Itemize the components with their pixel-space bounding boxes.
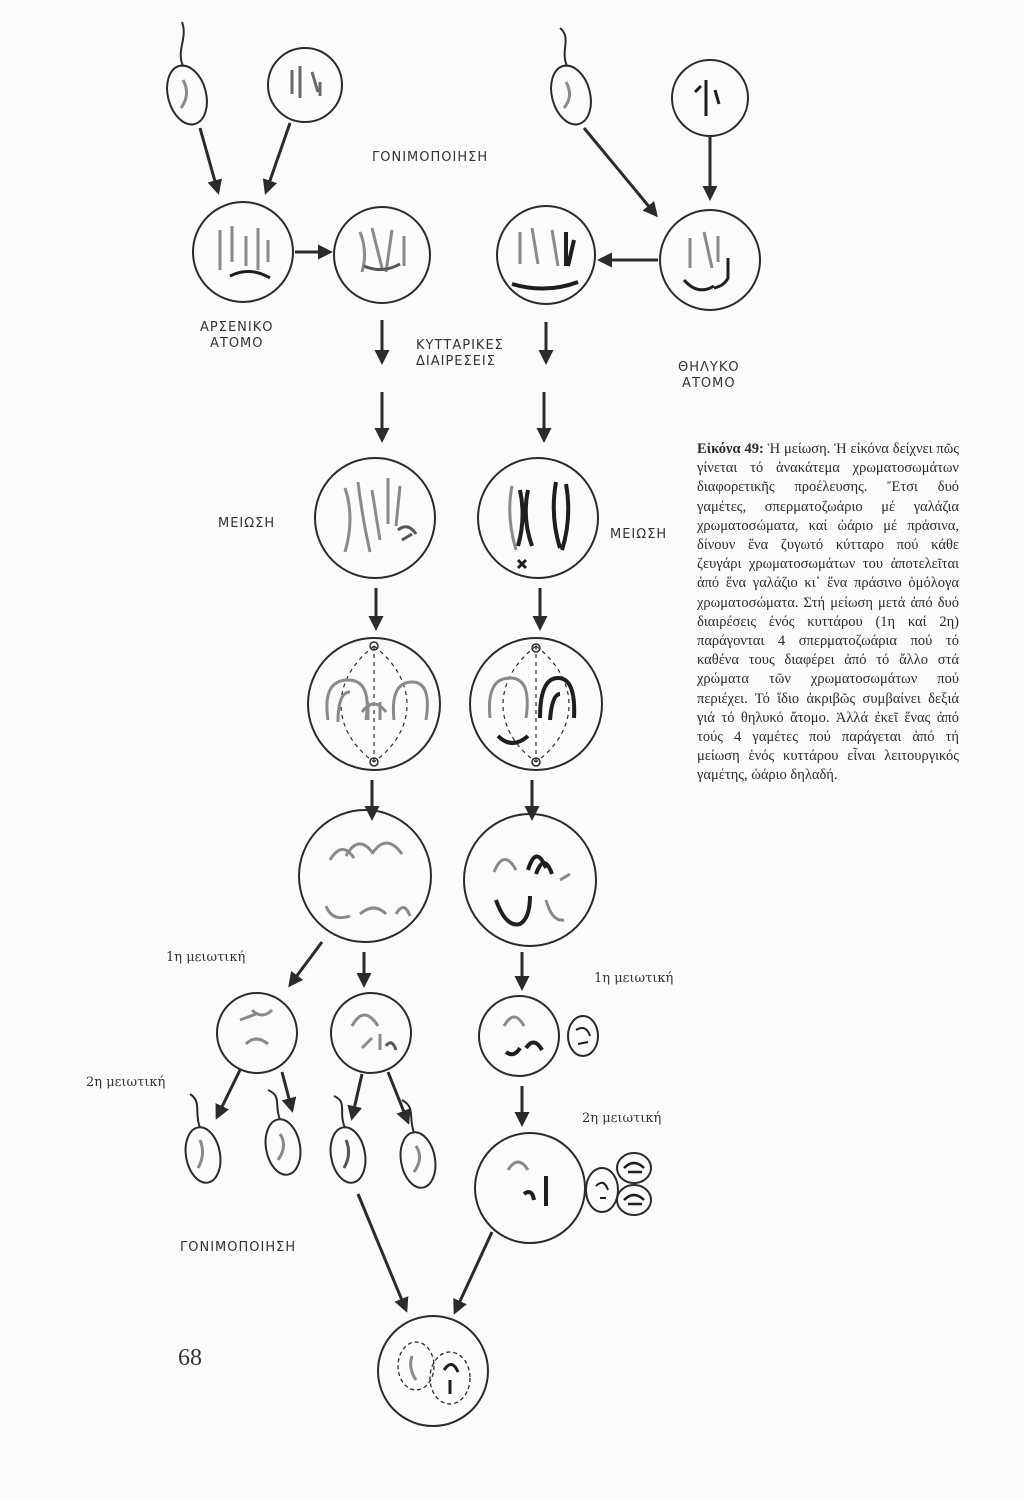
label-meiosis-left: ΜΕΙΩΣΗ xyxy=(218,516,276,531)
male-gamete-sperm xyxy=(166,21,208,126)
meiosis-cell-right-prophase xyxy=(477,457,599,579)
arrow-d2-s3 xyxy=(347,1073,364,1121)
zygote-female xyxy=(659,209,761,311)
polar-body-2 xyxy=(585,1167,619,1213)
dividing-cell-female xyxy=(496,205,596,305)
label-second-meiotic-left: 2η μειωτική xyxy=(86,1075,166,1090)
arrow-d2-s4 xyxy=(386,1071,411,1125)
daughter-cell-1 xyxy=(216,992,298,1074)
polar-body-1 xyxy=(567,1015,599,1057)
page-number: 68 xyxy=(178,1345,202,1371)
female-gamete-sperm xyxy=(550,27,592,126)
metaphase-cell-right xyxy=(469,637,603,771)
metaphase-cell-left xyxy=(307,637,441,771)
sperm-3 xyxy=(329,1095,367,1184)
arrow-sperm-to-zygote-left xyxy=(198,127,222,195)
gamete-circle-top-left xyxy=(267,47,343,123)
daughter-cell-2 xyxy=(330,992,412,1074)
label-second-meiotic-right: 2η μειωτική xyxy=(582,1111,662,1126)
arrows xyxy=(198,122,718,1315)
label-first-meiotic-left: 1η μειωτική xyxy=(166,950,246,965)
label-first-meiotic-right: 1η μειωτική xyxy=(594,971,674,986)
label-fertilization-bottom: ΓΟΝΙΜΟΠΟΙΗΣΗ xyxy=(180,1240,297,1255)
figure-caption: Εἰκόνα 49: Ἡ μείωση. Ἡ εἰκόνα δείχνει πῶ… xyxy=(697,440,959,786)
arrow-sperm-to-fert xyxy=(356,1193,409,1313)
sperm-1 xyxy=(184,1093,222,1184)
meiosis-cell-left-prophase xyxy=(314,457,436,579)
polar-body-3 xyxy=(616,1152,652,1184)
arrow-d1-s2 xyxy=(280,1071,297,1113)
caption-body: Ἡ μείωση. Ἡ εἰκόνα δείχνει πῶς γίνεται τ… xyxy=(697,441,960,784)
caption-title: Εἰκόνα 49: xyxy=(697,441,764,457)
arrow-sperm-to-zygote-right xyxy=(582,127,658,218)
zygote-male xyxy=(192,201,294,303)
label-male-individual: ΑΡΣΕΝΙΚΟ ΑΤΟΜΟ xyxy=(200,320,274,351)
daughter-cell-female-large xyxy=(478,995,560,1077)
polar-body-4 xyxy=(616,1184,652,1216)
arrow-d1-s1 xyxy=(215,1069,242,1120)
label-cell-divisions: ΚΥΤΤΑΡΙΚΕΣ ΔΙΑΙΡΕΣΕΙΣ xyxy=(416,338,504,369)
egg-circle-top-right xyxy=(671,59,749,137)
arrow-ovum-to-fert xyxy=(453,1231,494,1315)
fertilized-egg xyxy=(377,1315,489,1427)
label-fertilization-top: ΓΟΝΙΜΟΠΟΙΗΣΗ xyxy=(372,150,489,165)
label-meiosis-right: ΜΕΙΩΣΗ xyxy=(610,527,668,542)
anaphase-cell-left xyxy=(298,809,432,943)
ovum-cell xyxy=(474,1132,586,1244)
arrow-gamete-to-zygote-left xyxy=(262,122,292,195)
dividing-cell-male xyxy=(333,206,431,304)
anaphase-cell-right xyxy=(463,813,597,947)
sperm-4 xyxy=(399,1099,437,1189)
sperm-2 xyxy=(264,1089,302,1176)
arrow-left-split-a xyxy=(288,941,324,988)
label-female-individual: ΘΗΛΥΚΟ ΑΤΟΜΟ xyxy=(678,360,740,391)
